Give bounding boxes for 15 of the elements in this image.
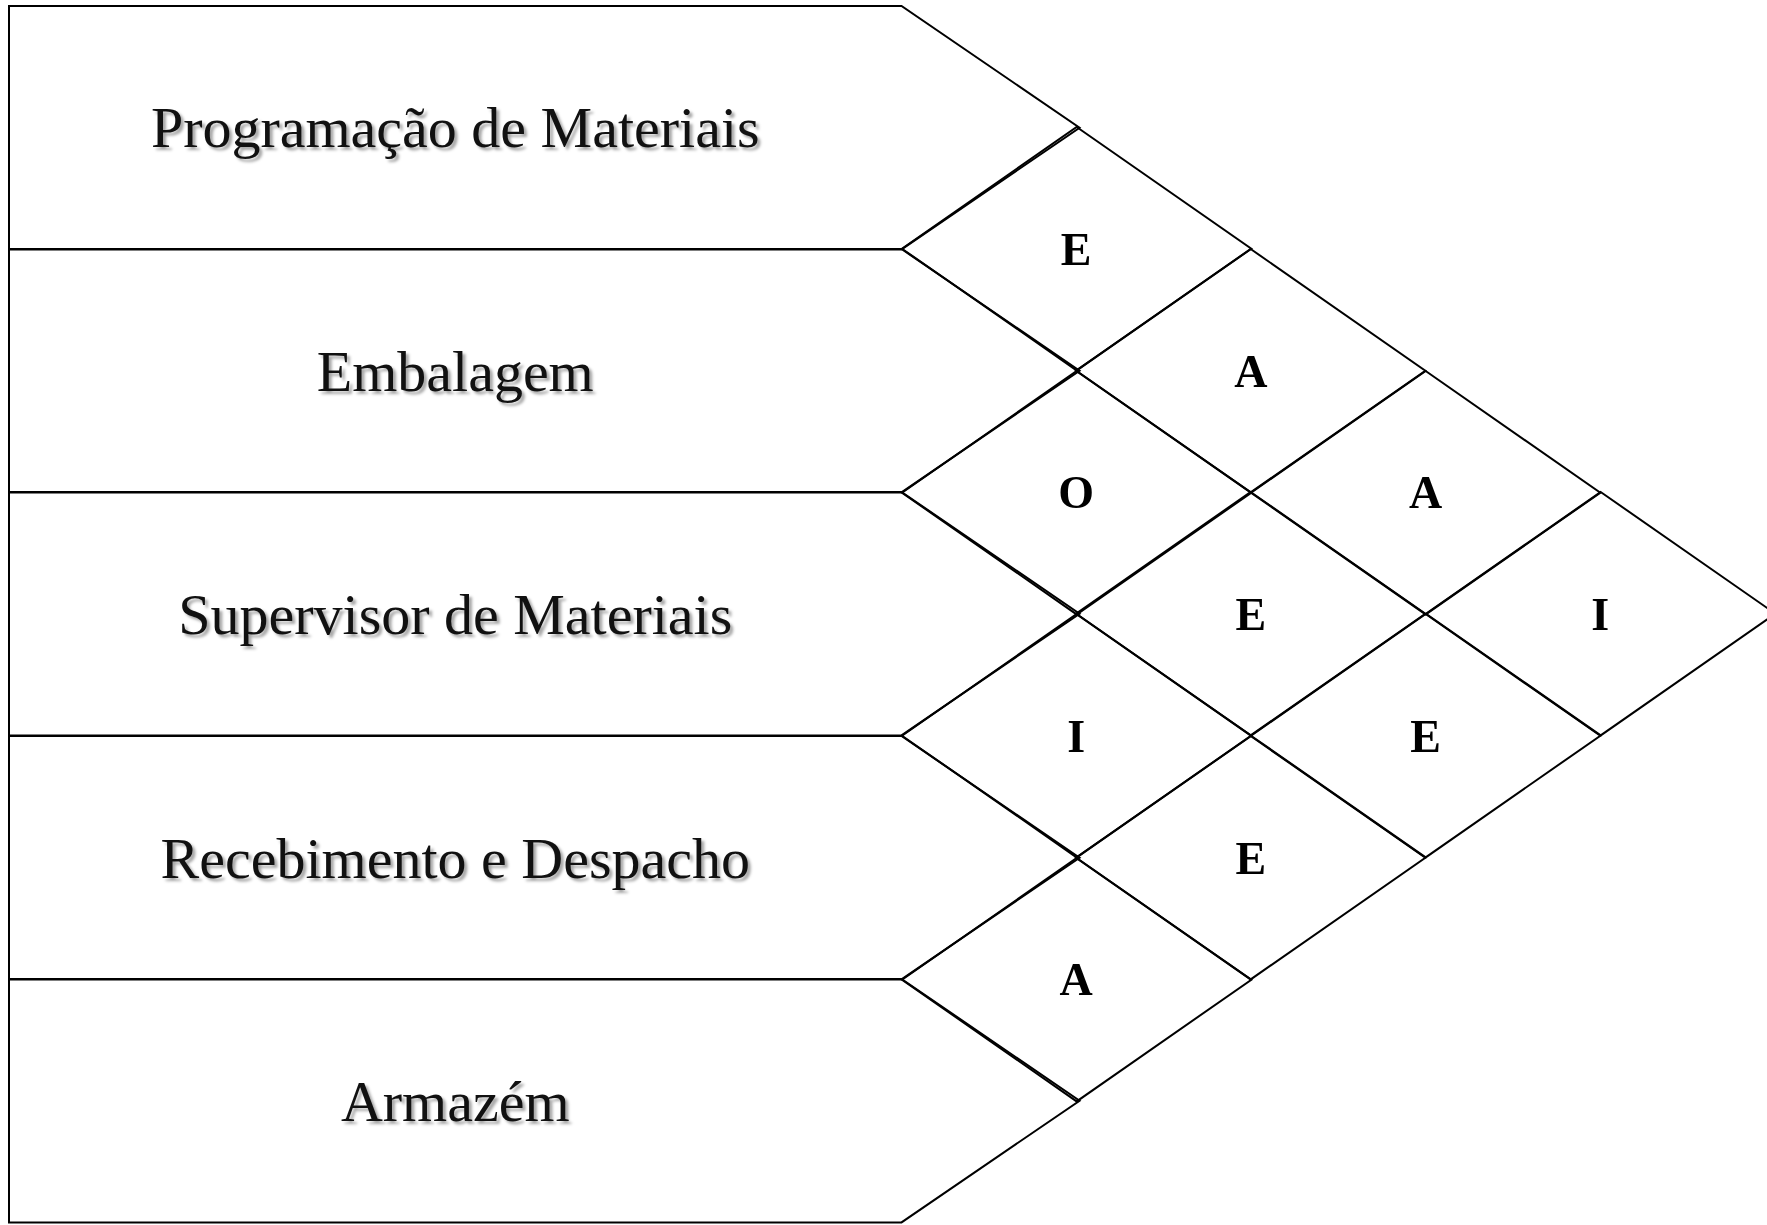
department-label: Embalagem <box>315 337 595 405</box>
relationship-code: A <box>1059 952 1093 1006</box>
relationship-code: A <box>1408 465 1443 519</box>
relationship-code: E <box>1060 222 1092 276</box>
department-label: Recebimento e Despacho <box>159 824 751 892</box>
relationship-code: O <box>1058 465 1095 519</box>
department-label: Armazém <box>339 1067 571 1135</box>
relationship-code: I <box>1067 709 1086 763</box>
relationship-code: E <box>1235 831 1267 885</box>
department-label: Programação de Materiais <box>149 93 761 161</box>
relationship-code: I <box>1591 587 1610 641</box>
department-label: Supervisor de Materiais <box>177 580 734 648</box>
relationship-code: E <box>1410 709 1441 763</box>
relationship-code: A <box>1234 344 1268 398</box>
relationship-code: E <box>1235 587 1267 641</box>
